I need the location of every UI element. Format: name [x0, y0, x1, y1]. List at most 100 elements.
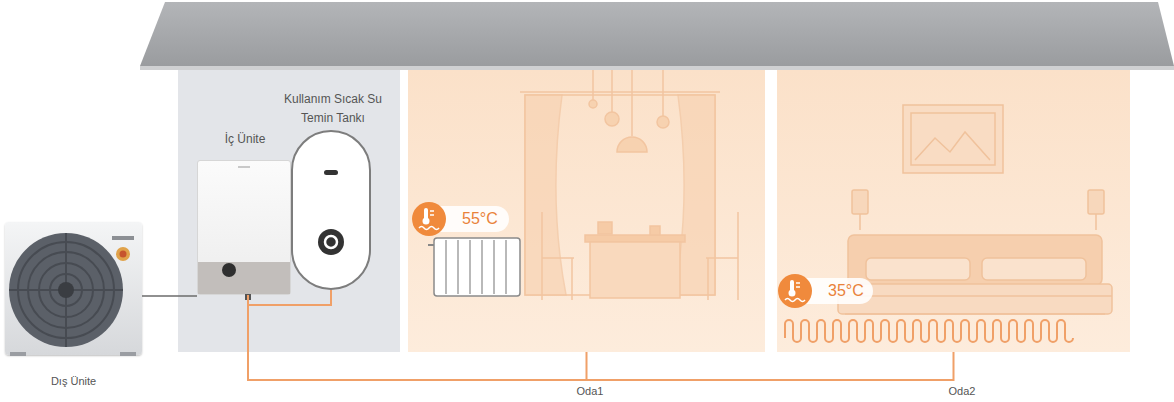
thermometer-icon	[419, 227, 439, 230]
bedroom-illustration	[838, 284, 1112, 314]
utility-room	[178, 70, 400, 352]
bedroom-illustration	[859, 214, 861, 230]
bedroom-illustration	[838, 295, 1112, 297]
thermometer-icon	[412, 202, 446, 236]
bedroom-illustration	[903, 105, 1003, 173]
hot-water-tank: Kullanım Sıcak Su Temin Tankı	[291, 130, 371, 290]
outdoor-unit-fan	[120, 352, 136, 356]
indoor-unit: İç Ünite	[197, 160, 291, 295]
outdoor-unit-fan	[28, 252, 104, 328]
dining-room-illustration	[590, 242, 680, 298]
radiator	[445, 240, 446, 294]
room-label: Oda1	[540, 384, 640, 398]
thermometer-icon	[789, 290, 796, 297]
indoor-unit-panel	[238, 166, 250, 168]
connectors	[142, 290, 954, 380]
outdoor-unit-fan	[120, 251, 127, 258]
unit-label: Dış Ünite	[0, 374, 152, 388]
dining-room-illustration	[706, 257, 738, 259]
indoor-unit-panel	[222, 263, 236, 277]
tank-controls	[324, 170, 338, 175]
bedroom-illustration	[845, 313, 1105, 315]
dining-room-illustration	[737, 212, 739, 300]
temperature-value: 55°C	[462, 210, 508, 228]
thermometer-icon	[430, 210, 434, 212]
thermometer-icon	[412, 202, 446, 236]
outdoor-unit-fan	[9, 289, 123, 291]
radiator	[469, 240, 470, 294]
water-pipe	[248, 290, 331, 305]
bedroom-illustration	[1095, 214, 1097, 230]
temperature-value: 35°C	[828, 282, 872, 300]
radiator	[428, 238, 520, 296]
radiator	[457, 240, 458, 294]
outdoor-unit-fan	[112, 236, 134, 240]
dining-room-illustration	[541, 212, 543, 300]
dining-room-illustration	[650, 226, 660, 235]
outdoor-unit-fan	[10, 352, 26, 356]
dining-room-illustration	[589, 100, 597, 108]
thermometer-icon	[423, 218, 430, 225]
roof	[140, 2, 1174, 66]
room: 55°COda1	[408, 70, 765, 352]
thermometer-icon	[796, 286, 800, 288]
dining-room-illustration	[605, 112, 619, 126]
tank-label: Kullanım Sıcak Su Temin Tankı	[268, 90, 398, 128]
bedroom-illustration	[982, 258, 1086, 280]
dining-room-illustration	[525, 95, 566, 295]
bedroom-illustration	[866, 258, 970, 280]
outdoor-unit-fan	[116, 247, 130, 261]
unit-label: İç Ünite	[178, 132, 312, 147]
dining-room-illustration	[585, 235, 685, 242]
dining-room-illustration	[631, 70, 633, 136]
floor-heating	[785, 320, 1073, 342]
outdoor-unit-fan	[9, 233, 136, 356]
dining-room-illustration	[707, 258, 709, 300]
outdoor-unit-fan	[18, 242, 114, 338]
tank-controls	[325, 236, 337, 248]
thermometer-icon	[778, 274, 812, 308]
radiator	[428, 244, 434, 246]
bedroom-illustration	[915, 132, 990, 160]
indoor-unit-panel	[245, 294, 251, 300]
thermometer-icon	[430, 214, 434, 216]
thermometer-icon	[785, 299, 805, 302]
dining-room-illustration	[525, 95, 715, 295]
outdoor-unit-fan	[58, 282, 74, 298]
indoor-unit-panel	[198, 166, 290, 300]
dining-room-illustration	[674, 95, 715, 295]
thermometer-icon	[790, 280, 794, 292]
thermometer-icon	[424, 208, 428, 220]
bedroom-illustration	[838, 105, 1112, 314]
outdoor-unit-fan	[65, 233, 67, 347]
outdoor-unit-fan	[39, 263, 93, 317]
outdoor-unit-fan	[9, 233, 123, 347]
tank-controls	[318, 170, 344, 255]
dining-room-illustration	[520, 91, 720, 93]
tank-controls	[318, 229, 344, 255]
radiator	[493, 240, 494, 294]
dining-room-illustration	[520, 70, 738, 300]
bedroom-illustration	[1088, 190, 1104, 214]
thermometer-icon	[778, 274, 812, 308]
temperature-badge: 35°C	[778, 278, 873, 304]
radiator	[505, 240, 506, 294]
outdoor-unit: Dış Ünite	[5, 222, 142, 355]
thermometer-icon	[796, 282, 800, 284]
water-pipe	[248, 295, 587, 380]
water-pipe	[248, 295, 954, 380]
refrigerant-line	[142, 295, 197, 297]
dining-room-illustration	[611, 70, 613, 112]
dining-room-illustration	[592, 70, 594, 100]
outdoor-unit-fan	[50, 274, 82, 306]
temperature-badge: 55°C	[412, 206, 509, 232]
floor-heating	[785, 320, 1073, 342]
utility-room	[178, 70, 400, 352]
radiator	[434, 238, 520, 296]
bedroom-illustration	[852, 190, 868, 214]
room-label: Oda2	[912, 384, 1012, 398]
dining-room-illustration	[598, 222, 612, 234]
